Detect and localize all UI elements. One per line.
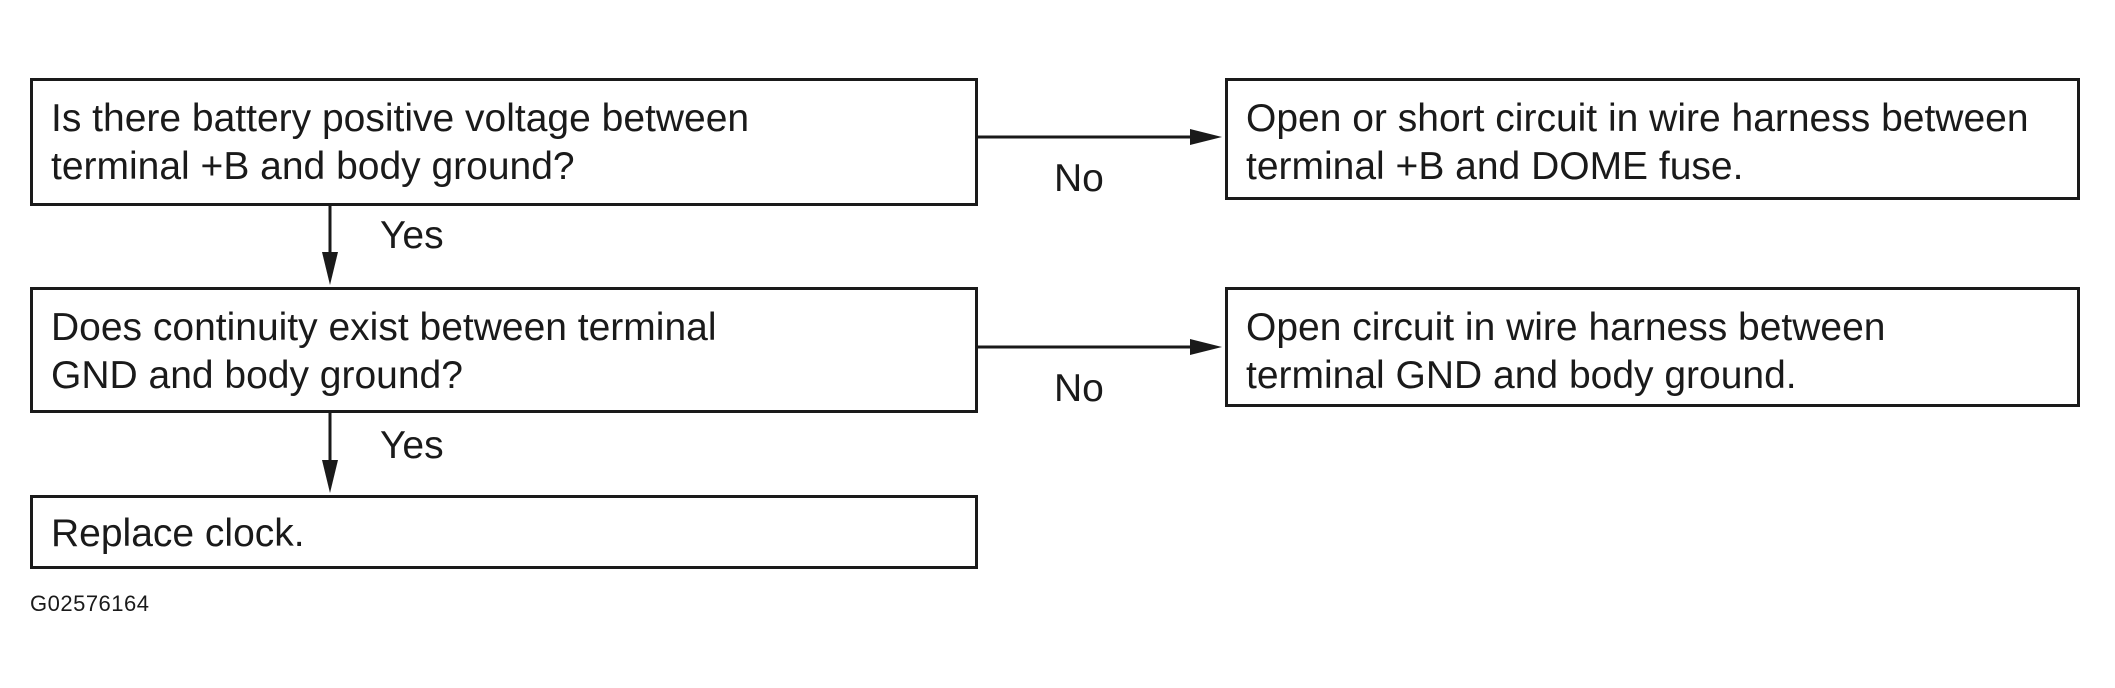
result-2-line-2: terminal GND and body ground. <box>1246 354 1797 397</box>
question-1-line-1: Is there battery positive voltage betwee… <box>51 97 750 140</box>
arrow-q2-to-final <box>322 413 338 493</box>
result-box-open-circuit: Open circuit in wire harness between ter… <box>1225 287 2080 407</box>
arrow-q1-to-no-result <box>978 129 1222 145</box>
question-box-gnd-continuity: Does continuity exist between terminal G… <box>30 287 978 413</box>
branch-label-no-1: No <box>1054 157 1104 200</box>
result-1-line-2: terminal +B and DOME fuse. <box>1246 145 1744 188</box>
result-box-open-short-circuit: Open or short circuit in wire harness be… <box>1225 78 2080 200</box>
final-box-replace-clock: Replace clock. <box>30 495 978 569</box>
question-2-line-2: GND and body ground? <box>51 354 463 397</box>
arrow-q2-to-no-result <box>978 339 1222 355</box>
question-box-battery-voltage: Is there battery positive voltage betwee… <box>30 78 978 206</box>
result-1-line-1: Open or short circuit in wire harness be… <box>1246 97 2029 140</box>
branch-label-yes-1: Yes <box>380 214 444 257</box>
branch-label-no-2: No <box>1054 367 1104 410</box>
final-step-line-1: Replace clock. <box>51 512 305 555</box>
result-2-line-1: Open circuit in wire harness between <box>1246 306 1886 349</box>
figure-id: G02576164 <box>30 591 150 616</box>
arrow-q1-to-q2 <box>322 206 338 285</box>
question-2-line-1: Does continuity exist between terminal <box>51 306 717 349</box>
question-1-line-2: terminal +B and body ground? <box>51 145 575 188</box>
branch-label-yes-2: Yes <box>380 424 444 467</box>
